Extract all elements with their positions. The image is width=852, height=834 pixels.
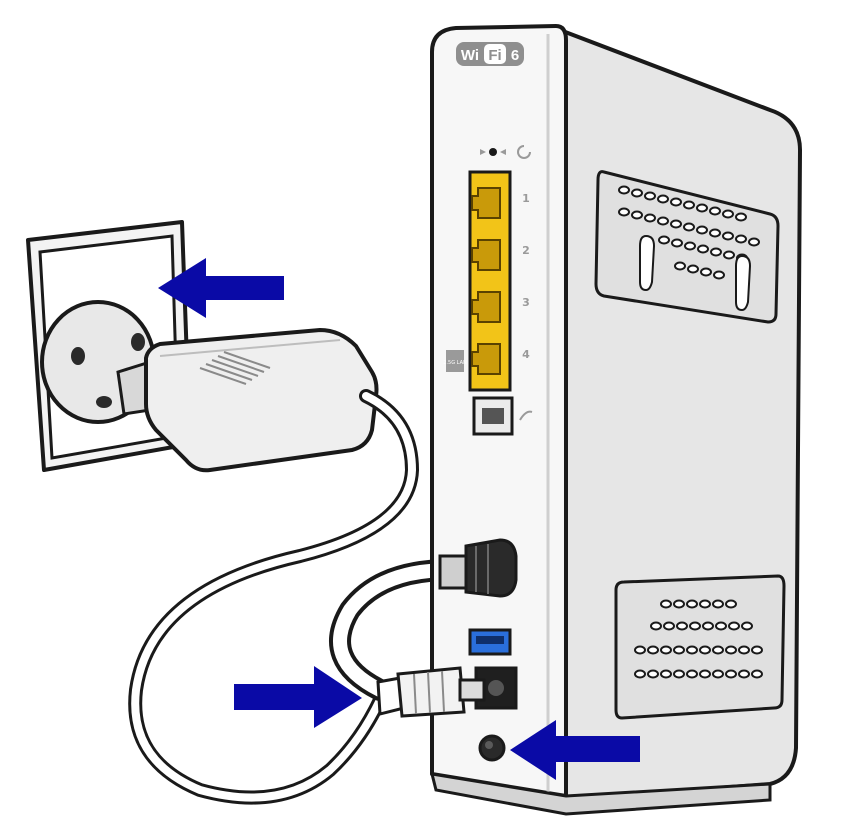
- vent-hole: [650, 621, 662, 631]
- reset-icon: [517, 145, 531, 159]
- vent-hole: [647, 645, 659, 655]
- vent-hole: [741, 621, 753, 631]
- badge-six-text: 6: [511, 47, 519, 64]
- vent-hole: [709, 206, 721, 216]
- vent-hole: [725, 599, 737, 609]
- vent-hole: [710, 247, 722, 257]
- vent-hole: [735, 212, 747, 222]
- power-button-icon: [478, 734, 506, 762]
- power-adapter-icon: [116, 328, 379, 473]
- vent-hole: [657, 216, 669, 226]
- vent-hole: [658, 235, 670, 245]
- arrow-wall-socket: [158, 258, 284, 318]
- port-number-3: 3: [522, 296, 530, 309]
- vent-hole: [725, 669, 737, 679]
- vent-hole: [684, 241, 696, 251]
- vent-hole: [699, 645, 711, 655]
- vent-hole: [722, 231, 734, 241]
- vent-hole: [631, 210, 643, 220]
- arrow-power-button: [510, 720, 640, 780]
- vent-hole: [738, 645, 750, 655]
- power-plug: [376, 666, 486, 718]
- vent-hole: [618, 207, 630, 217]
- vent-hole: [738, 669, 750, 679]
- lan-speed-label: 2.5G LAN: [443, 360, 467, 366]
- arrow-power-plug: [234, 666, 362, 728]
- vent-hole: [673, 669, 685, 679]
- status-led-icon: [480, 148, 506, 156]
- phone-port-icon: [472, 396, 514, 436]
- router-icon: Wi Fi 6 1 2 3 4 2.5G LAN: [376, 24, 802, 816]
- vent-hole: [699, 599, 711, 609]
- vent-hole: [696, 225, 708, 235]
- port-number-2: 2: [522, 244, 530, 257]
- vent-hole: [713, 270, 725, 280]
- usb-port-icon: [468, 628, 512, 656]
- vent-hole: [674, 261, 686, 271]
- vent-hole: [712, 599, 724, 609]
- vent-hole: [660, 645, 672, 655]
- vent-panel-lower: [614, 574, 786, 720]
- vent-hole: [631, 188, 643, 198]
- vent-hole: [686, 599, 698, 609]
- port-number-4: 4: [522, 348, 530, 361]
- vent-hole: [618, 185, 630, 195]
- vent-hole: [697, 244, 709, 254]
- wifi6-badge: Wi Fi 6: [456, 42, 524, 66]
- vent-hole: [644, 191, 656, 201]
- vent-hole: [702, 621, 714, 631]
- vent-hole: [709, 228, 721, 238]
- vent-hole: [715, 621, 727, 631]
- vent-hole: [660, 669, 672, 679]
- port-number-1: 1: [522, 192, 530, 205]
- vent-hole: [670, 197, 682, 207]
- vent-hole: [673, 645, 685, 655]
- vent-hole: [712, 669, 724, 679]
- vent-hole: [699, 669, 711, 679]
- vent-hole: [663, 621, 675, 631]
- vent-hole: [700, 267, 712, 277]
- vent-hole: [725, 645, 737, 655]
- vent-hole: [670, 219, 682, 229]
- vent-hole: [686, 669, 698, 679]
- arrow-icon: [158, 258, 640, 780]
- vent-hole: [671, 238, 683, 248]
- vent-hole: [748, 237, 760, 247]
- vent-hole: [660, 599, 672, 609]
- badge-fi-text: Fi: [488, 47, 501, 64]
- coax-cable: [329, 559, 461, 701]
- vent-hole: [696, 203, 708, 213]
- vent-hole: [722, 209, 734, 219]
- power-cable: [128, 389, 420, 805]
- vent-hole: [657, 194, 669, 204]
- badge-wi-text: Wi: [461, 47, 479, 64]
- vent-hole: [723, 250, 735, 260]
- vent-hole: [683, 200, 695, 210]
- vent-hole: [676, 621, 688, 631]
- vent-panel-upper: [594, 170, 780, 324]
- vent-hole: [673, 599, 685, 609]
- vent-hole: [634, 645, 646, 655]
- vent-hole: [735, 234, 747, 244]
- vent-hole: [683, 222, 695, 232]
- vent-hole: [644, 213, 656, 223]
- vent-hole: [634, 669, 646, 679]
- vent-hole: [712, 645, 724, 655]
- coax-connector-icon: [438, 538, 518, 598]
- vent-hole: [728, 621, 740, 631]
- vent-hole: [751, 669, 763, 679]
- vent-hole: [751, 645, 763, 655]
- vent-hole: [686, 645, 698, 655]
- lan-port-block: [468, 170, 512, 392]
- vent-hole: [647, 669, 659, 679]
- vent-hole: [687, 264, 699, 274]
- vent-hole: [689, 621, 701, 631]
